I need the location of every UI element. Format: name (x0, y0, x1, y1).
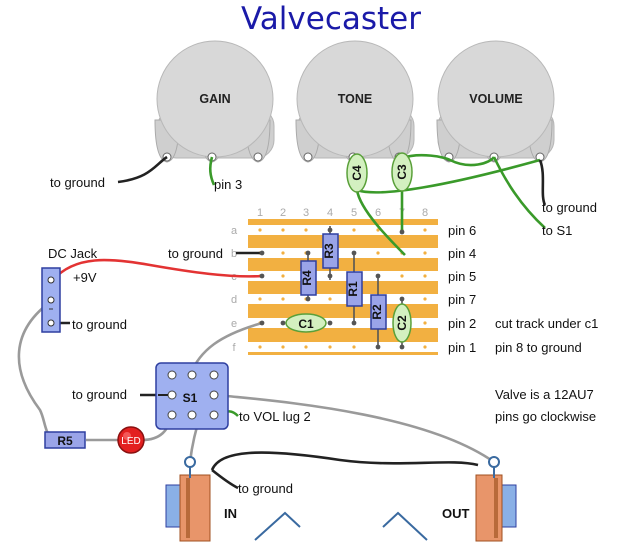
r4-label: R4 (300, 270, 314, 286)
c3-label: C3 (395, 164, 409, 180)
gain-pin3-label: pin 3 (214, 177, 242, 192)
resistor-r4: R4 (300, 254, 317, 300)
resistor-r2: R2 (370, 276, 387, 347)
wire-gain-pin3 (208, 156, 216, 186)
pin-label: pin 2 (448, 316, 476, 331)
col-number: 6 (375, 207, 381, 219)
wire-s1-out (217, 393, 495, 464)
plus9v-label: +9V (73, 270, 97, 285)
valve-note-1: Valve is a 12AU7 (495, 387, 594, 402)
c2-label: C2 (395, 315, 409, 331)
col-number: 1 (257, 207, 263, 219)
c4-label: C4 (350, 165, 364, 181)
c1-label: C1 (298, 317, 314, 331)
r2-label: R2 (370, 304, 384, 320)
r5-label: R5 (57, 434, 73, 448)
vol-lug2-label: to VOL lug 2 (239, 409, 311, 424)
r3-label: R3 (322, 243, 336, 259)
col-number: 3 (303, 207, 309, 219)
jack-ground-label: to ground (238, 481, 293, 496)
capacitor-c2: C2 (392, 300, 412, 347)
out-label: OUT (442, 506, 470, 521)
r1-label: R1 (346, 281, 360, 297)
row-letter: f (232, 342, 236, 354)
resistor-r5: R5 (44, 431, 86, 449)
wire-c4-board (355, 189, 406, 256)
col-number: 8 (422, 207, 428, 219)
volume-s1-label: to S1 (542, 223, 572, 238)
resistor-r1: R1 (346, 253, 363, 323)
board-note: cut track under c1 (495, 316, 598, 331)
led-label: LED (121, 436, 140, 447)
board-note: pin 8 to ground (495, 340, 582, 355)
col-number: 2 (280, 207, 286, 219)
tone-pot: TONE (295, 40, 415, 163)
volume-ground-label: to ground (542, 200, 597, 215)
stripboard: 1 2 3 4 5 6 7 8 a b c d e f (231, 207, 438, 355)
input-jack: IN (165, 456, 301, 542)
resistor-r3: R3 (322, 226, 339, 280)
capacitor-c3: C3 (391, 152, 413, 192)
wire-volume-ground (538, 159, 547, 206)
diagram-title: Valvecaster (241, 1, 421, 37)
pin-label: pin 7 (448, 292, 476, 307)
row-letter: e (231, 318, 237, 330)
pin-label: pin 6 (448, 223, 476, 238)
gain-ground-label: to ground (50, 175, 105, 190)
gain-pot: GAIN (154, 40, 275, 163)
col-number: 5 (351, 207, 357, 219)
board-ground-label: to ground (168, 246, 223, 261)
wire-dc-r5 (17, 298, 54, 441)
s1-label: S1 (183, 391, 198, 405)
dc-jack (41, 267, 61, 333)
footswitch-s1: S1 (155, 362, 229, 430)
valve-note-2: pins go clockwise (495, 409, 596, 424)
wire-volume-s1 (492, 156, 546, 229)
row-letter: b (231, 248, 237, 260)
tone-label: TONE (338, 92, 373, 106)
volume-pot: VOLUME (436, 40, 555, 163)
pin-label: pin 5 (448, 269, 476, 284)
row-letter: d (231, 294, 237, 306)
volume-label: VOLUME (469, 92, 522, 106)
dc-ground-label: to ground (72, 317, 127, 332)
capacitor-c1: C1 (285, 313, 327, 333)
in-label: IN (224, 506, 237, 521)
capacitor-c4: C4 (346, 153, 368, 193)
dc-jack-label: DC Jack (48, 246, 98, 261)
row-letter: a (231, 225, 238, 237)
wire-9v (52, 258, 263, 281)
wire-tone-volume (356, 158, 541, 194)
col-number: 4 (327, 207, 333, 219)
wire-jack-ground (210, 451, 479, 471)
wire-gain-ground (117, 155, 168, 184)
led: LED (117, 426, 145, 454)
switch-ground-label: to ground (72, 387, 127, 402)
output-jack: OUT (382, 456, 517, 542)
wire-c3-volume (401, 153, 496, 167)
pin-label: pin 4 (448, 246, 476, 261)
pin-label: pin 1 (448, 340, 476, 355)
gain-label: GAIN (199, 92, 230, 106)
